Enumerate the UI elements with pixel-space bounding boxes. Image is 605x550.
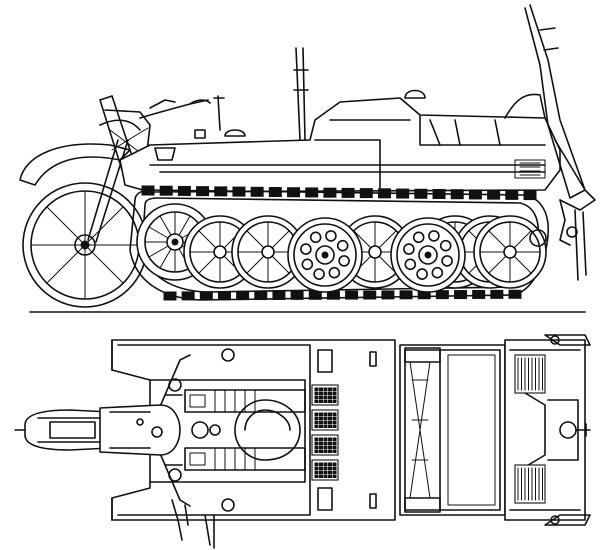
driver-seat-top xyxy=(234,399,301,461)
track-link xyxy=(236,291,250,301)
track-link xyxy=(363,290,377,300)
track-link xyxy=(468,189,482,200)
fuel-tank-top xyxy=(99,404,181,456)
track-link xyxy=(505,189,519,200)
sprocket-spoke xyxy=(149,227,168,238)
engine-grille xyxy=(311,409,339,431)
sprocket-spoke xyxy=(160,249,171,268)
antenna-mast xyxy=(293,47,309,141)
front-mudguard xyxy=(19,143,131,186)
track-link xyxy=(272,290,286,300)
road-wheel xyxy=(287,217,363,293)
rear-vent xyxy=(514,354,546,394)
track-link xyxy=(341,187,355,198)
track-link xyxy=(487,189,501,200)
track-link xyxy=(254,291,268,301)
track-link xyxy=(508,289,522,299)
track-link xyxy=(199,291,213,301)
rear-hitches xyxy=(544,334,591,526)
track-link xyxy=(435,290,449,300)
track-link xyxy=(181,291,195,301)
track-link xyxy=(359,188,373,199)
engine-grille xyxy=(311,434,339,456)
road-wheel xyxy=(390,217,466,293)
track-link xyxy=(523,190,537,201)
sprocket-spoke xyxy=(160,216,171,235)
sprocket-spoke xyxy=(179,216,190,235)
track-link xyxy=(414,188,428,199)
hull-body xyxy=(119,89,561,193)
track-link xyxy=(163,291,177,301)
track-link xyxy=(177,185,191,196)
engine-fins xyxy=(184,389,306,471)
front-wheel xyxy=(22,182,148,308)
engine-grille xyxy=(311,384,339,406)
track-link xyxy=(214,186,228,197)
track-link xyxy=(450,189,464,200)
road-wheels xyxy=(183,215,547,293)
track-link xyxy=(345,290,359,300)
sprocket-spoke xyxy=(149,246,168,257)
track-link xyxy=(399,290,413,300)
track-link xyxy=(232,186,246,197)
rear-vents xyxy=(514,354,546,504)
crew-compartment xyxy=(399,344,506,516)
rear-idler xyxy=(529,229,547,247)
track-link xyxy=(196,186,210,197)
track-link xyxy=(287,187,301,198)
deck-fasteners xyxy=(221,348,377,512)
track-link xyxy=(217,291,231,301)
track-link xyxy=(323,187,337,198)
engine-grille xyxy=(311,459,339,481)
track-link xyxy=(141,185,155,196)
road-wheel xyxy=(231,215,305,289)
track-link xyxy=(454,290,468,300)
handlebars xyxy=(139,95,225,131)
rear-rack xyxy=(524,4,596,281)
track-link xyxy=(290,290,304,300)
track-link xyxy=(308,290,322,300)
track-link xyxy=(159,185,173,196)
track-link xyxy=(396,188,410,199)
track-link xyxy=(472,289,486,299)
front-wheel-top xyxy=(14,409,111,451)
track-links-top xyxy=(141,185,537,201)
track-link xyxy=(490,289,504,299)
rear-vent xyxy=(514,464,546,504)
track-link xyxy=(377,188,391,199)
track-links-bottom xyxy=(163,289,522,301)
track-link xyxy=(432,188,446,199)
engine-grilles xyxy=(311,384,339,481)
road-wheel xyxy=(473,215,547,289)
track-link xyxy=(381,290,395,300)
track-link xyxy=(268,187,282,198)
track-link xyxy=(305,187,319,198)
track-link xyxy=(250,186,264,197)
side-view xyxy=(19,4,596,313)
top-view xyxy=(14,334,591,549)
